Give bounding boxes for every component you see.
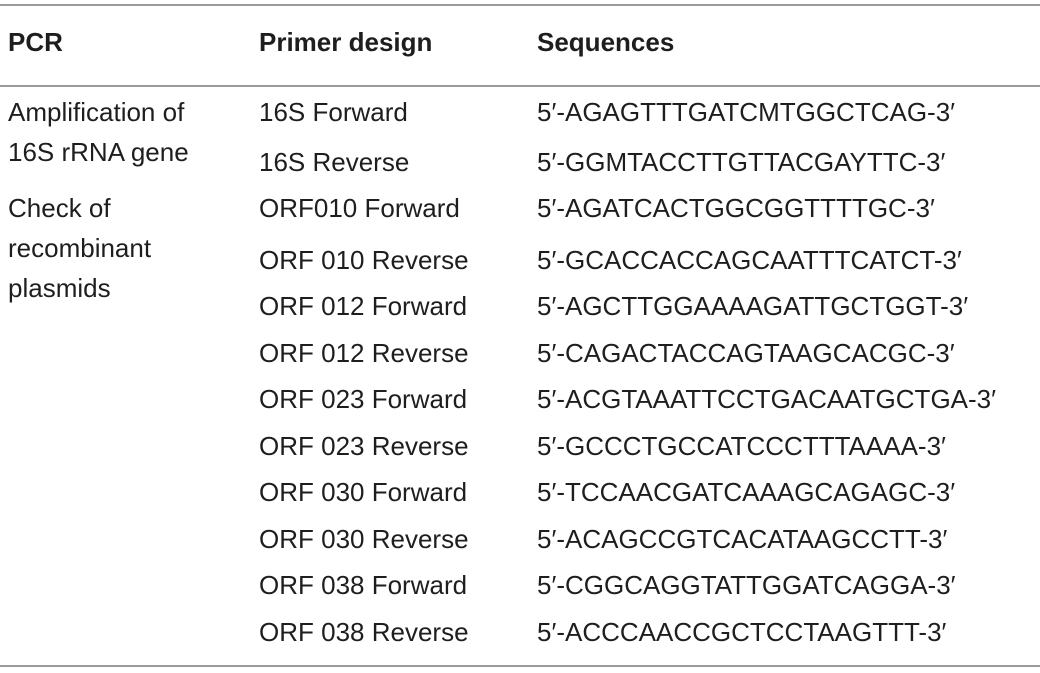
- primer-cell: 16S Forward: [259, 97, 408, 127]
- header-pcr: PCR: [8, 27, 63, 57]
- primer-cell: ORF 030 Forward: [259, 477, 468, 507]
- sequence-cell: 5′-GGMTACCTTGTTACGAYTTC-3′: [537, 147, 946, 177]
- primer-cell: ORF010 Forward: [259, 193, 460, 223]
- primer-cell: ORF 012 Forward: [259, 291, 468, 321]
- pcr-group-amplification: Amplification of 16S rRNA gene: [8, 92, 248, 172]
- primer-cell: ORF 023 Forward: [259, 384, 468, 414]
- sequence-cell: 5′-GCACCACCAGCAATTTCATCT-3′: [537, 245, 962, 275]
- sequence-cell: 5′-ACAGCCGTCACATAAGCCTT-3′: [537, 524, 948, 554]
- primer-cell: ORF 030 Reverse: [259, 524, 469, 554]
- sequence-cell: 5′-ACCCAACCGCTCCTAAGTTT-3′: [537, 617, 947, 647]
- sequence-cell: 5′-AGCTTGGAAAAGATTGCTGGT-3′: [537, 291, 969, 321]
- header-sequences: Sequences: [537, 27, 675, 57]
- sequence-cell: 5′-CGGCAGGTATTGGATCAGGA-3′: [537, 570, 956, 600]
- pcr-group-line: Amplification of: [8, 97, 185, 127]
- table-top-rule: [0, 4, 1040, 6]
- sequence-cell: 5′-ACGTAAATTCCTGACAATGCTGA-3′: [537, 384, 996, 414]
- primer-cell: 16S Reverse: [259, 147, 410, 177]
- pcr-group-line: Check of: [8, 193, 111, 223]
- table-bottom-rule: [0, 665, 1040, 667]
- pcr-group-check: Check of recombinant plasmids: [8, 188, 248, 308]
- primer-cell: ORF 038 Reverse: [259, 617, 469, 647]
- primer-cell: ORF 010 Reverse: [259, 245, 469, 275]
- header-primer-design: Primer design: [259, 27, 433, 57]
- pcr-group-line: plasmids: [8, 273, 111, 303]
- pcr-group-line: recombinant: [8, 233, 152, 263]
- primer-cell: ORF 038 Forward: [259, 570, 468, 600]
- table-header-rule: [0, 85, 1040, 87]
- sequence-cell: 5′-AGAGTTTGATCMTGGCTCAG-3′: [537, 97, 956, 127]
- sequence-cell: 5′-GCCCTGCCATCCCTTTAAAA-3′: [537, 431, 946, 461]
- sequence-cell: 5′-AGATCACTGGCGGTTTTGC-3′: [537, 193, 935, 223]
- sequence-cell: 5′-TCCAACGATCAAAGCAGAGC-3′: [537, 477, 956, 507]
- pcr-group-line: 16S rRNA gene: [8, 137, 189, 167]
- primer-cell: ORF 023 Reverse: [259, 431, 469, 461]
- sequence-cell: 5′-CAGACTACCAGTAAGCACGC-3′: [537, 338, 955, 368]
- primer-cell: ORF 012 Reverse: [259, 338, 469, 368]
